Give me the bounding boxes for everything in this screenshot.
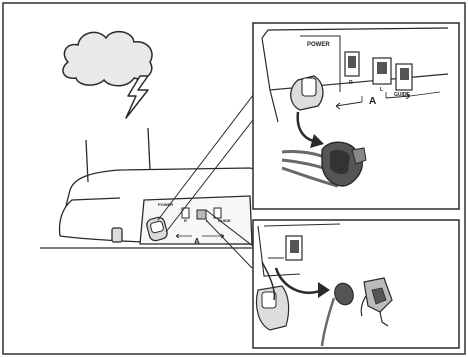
curved-arrow-right-icon xyxy=(274,267,330,298)
top-label-guide: GUIDE xyxy=(394,92,411,98)
top-socket-r-pin xyxy=(348,56,356,68)
top-detail-inset xyxy=(252,22,460,210)
dock-socket-r xyxy=(181,207,190,219)
top-label-a: A xyxy=(369,96,376,107)
charging-dock xyxy=(40,127,266,249)
top-cable-connector xyxy=(281,141,367,188)
bottom-power-plug xyxy=(255,285,290,331)
curved-arrow-down-icon xyxy=(296,111,324,148)
bottom-detail-inset xyxy=(252,219,460,349)
dock-label-r: R xyxy=(184,218,187,223)
top-label-power: POWER xyxy=(307,42,330,48)
top-label-l: L xyxy=(380,87,383,93)
dock-sockets xyxy=(181,207,222,220)
top-power-plug xyxy=(290,75,324,111)
dock-socket-a xyxy=(196,209,207,220)
storm-cloud-icon xyxy=(62,30,153,87)
dock-power-plug xyxy=(146,216,168,242)
dock-label-a: A xyxy=(194,237,200,246)
dock-label-power: POWER xyxy=(158,202,173,207)
top-label-r: R xyxy=(349,80,353,86)
dock-label-guide: GUIDE xyxy=(218,218,231,223)
lightning-bolt-icon xyxy=(125,75,149,119)
dock-socket-guide xyxy=(213,207,222,219)
bottom-cable-connector xyxy=(320,277,393,347)
dock-label-l: L xyxy=(206,218,209,223)
